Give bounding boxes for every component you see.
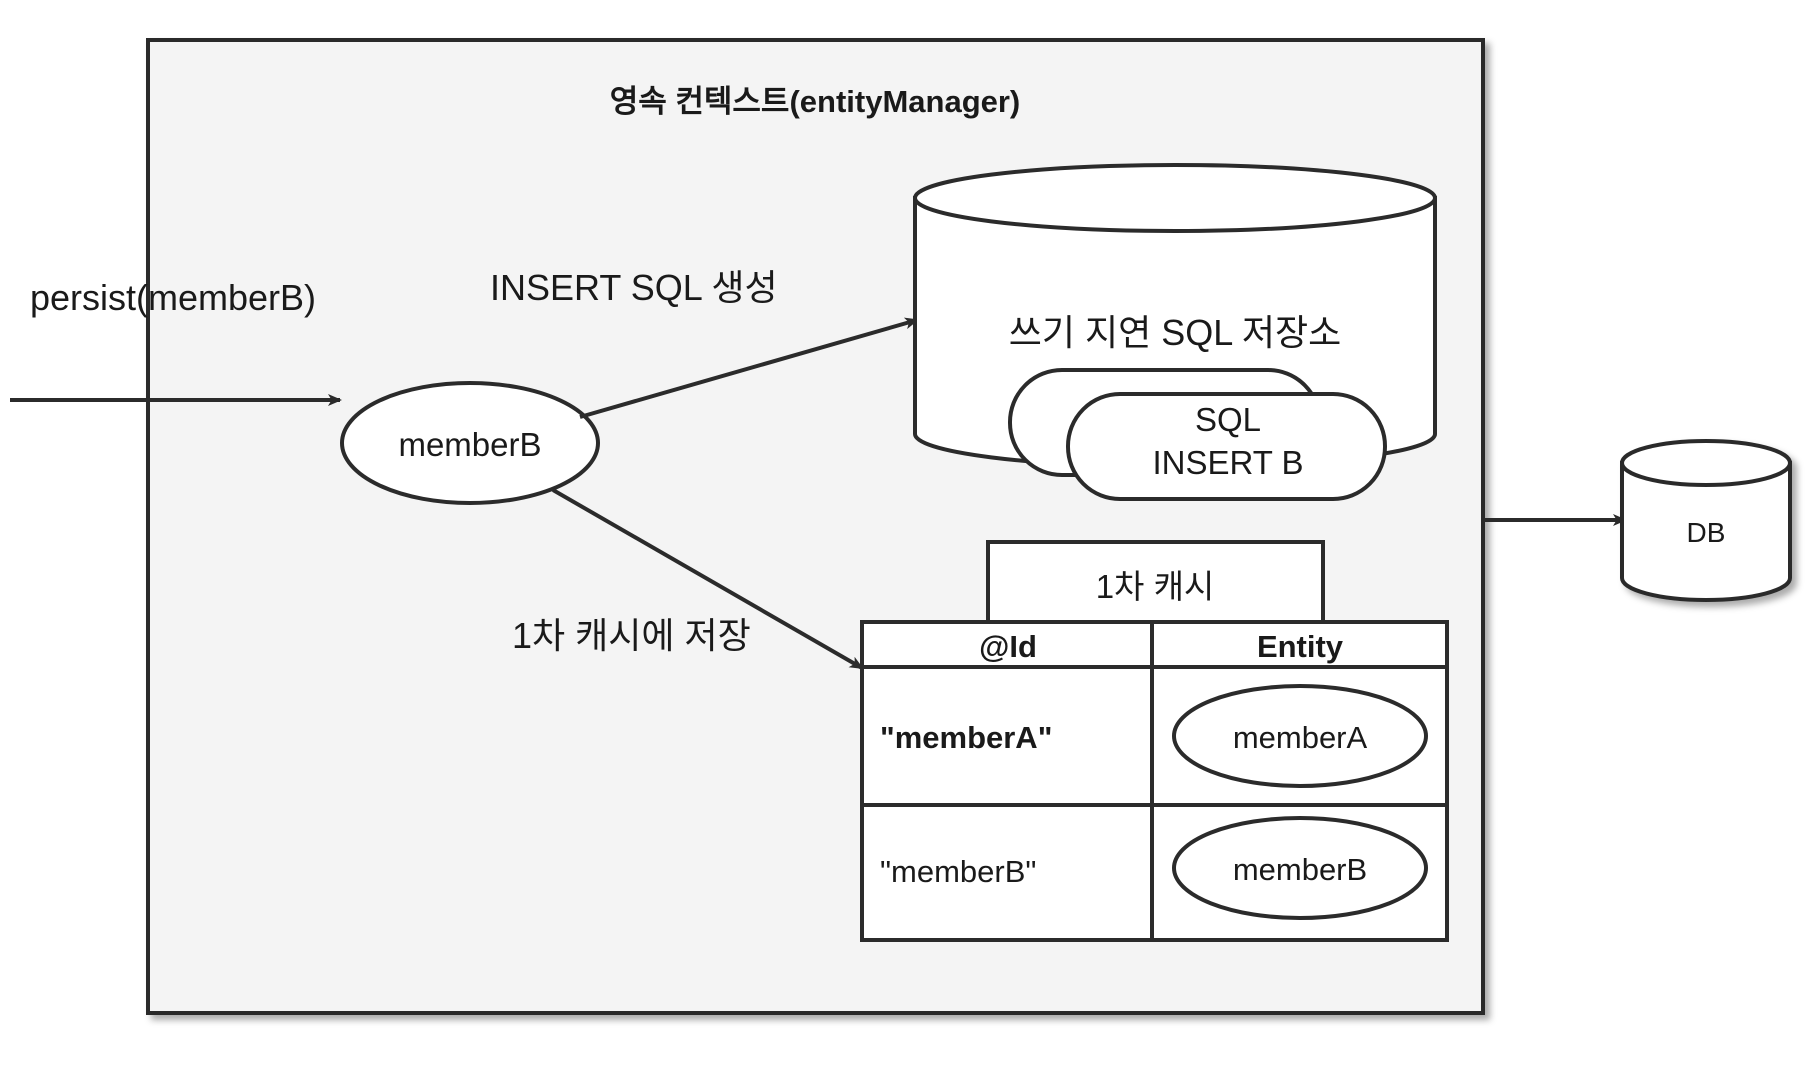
table-cell-id: "memberB" (880, 854, 1036, 889)
sql-queue-box-front-line2: INSERT B (1153, 444, 1304, 481)
first-level-cache-arrow (552, 488, 864, 670)
member-b-entity: memberB (340, 381, 600, 505)
table-header-entity: Entity (1257, 629, 1344, 664)
table-header-id: @Id (979, 629, 1037, 664)
panel-title: 영속 컨텍스트(entityManager) (610, 84, 1021, 119)
insert-sql-arrow-label: INSERT SQL 생성 (490, 267, 778, 308)
first-level-cache-table: @Id Entity "memberA" memberA "memberB" m… (860, 620, 1449, 942)
first-level-cache-caption: 1차 캐시 (1096, 568, 1215, 605)
sql-queue-box-front-line1: SQL (1195, 401, 1261, 438)
persist-label: persist(memberB) (30, 277, 316, 318)
table-cell-entity: memberB (1233, 852, 1367, 887)
table-cell-entity: memberA (1233, 720, 1368, 755)
table-row: "memberA" memberA (880, 684, 1428, 788)
database-label: DB (1687, 517, 1726, 548)
table-cell-entity-ellipse (1172, 816, 1428, 920)
sql-queue-box-front: SQL INSERT B (1066, 392, 1387, 501)
table-cell-id: "memberA" (880, 720, 1052, 755)
database-cylinder (1620, 439, 1792, 602)
insert-sql-arrow (579, 317, 919, 419)
first-level-cache-caption-box: 1차 캐시 (986, 540, 1325, 634)
first-level-cache-arrow-label: 1차 캐시에 저장 (512, 615, 751, 656)
table-cell-entity-ellipse (1172, 684, 1428, 788)
write-behind-sql-store-title: 쓰기 지연 SQL 저장소 (1009, 312, 1342, 353)
member-b-entity-label: memberB (398, 426, 541, 463)
table-row: "memberB" memberB (880, 816, 1428, 920)
